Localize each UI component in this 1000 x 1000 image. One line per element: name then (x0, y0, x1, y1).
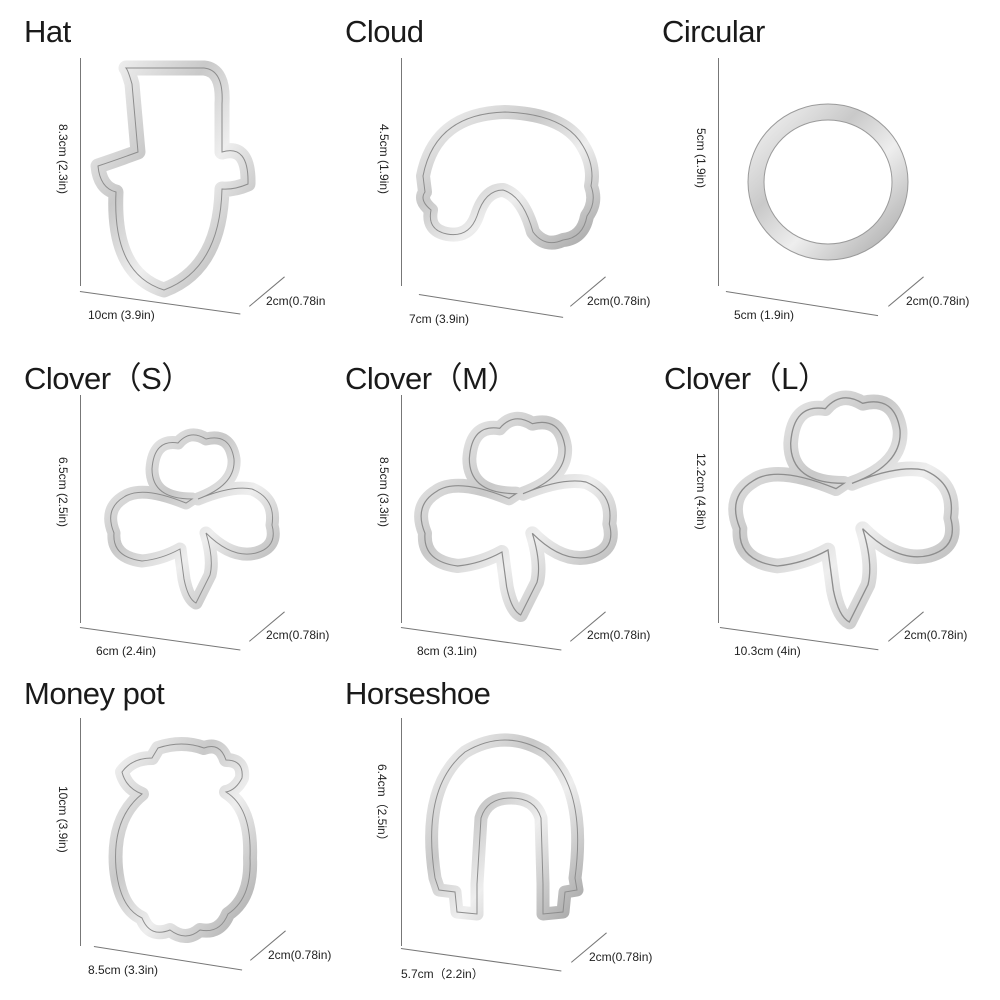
cutter-title: Clover（S） (24, 361, 192, 396)
width-label: 8.5cm (3.3in) (88, 963, 159, 977)
clover-medium-cutter-image (414, 411, 618, 622)
depth-label: 2cm(0.78in) (266, 628, 330, 642)
width-label: 6cm (2.4in) (96, 644, 157, 658)
hat-cutter-image (90, 60, 256, 298)
width-label: 10cm (3.9in) (88, 308, 155, 322)
cutter-title: Horseshoe (345, 676, 491, 711)
circle-cutter-image (747, 103, 909, 261)
depth-label: 2cm(0.78in) (589, 950, 653, 964)
cutter-title: Money pot (24, 676, 165, 711)
height-label: 8.3cm (2.3in) (56, 124, 70, 195)
depth-label: 2cm(0.78in) (904, 628, 968, 642)
cutter-clover-s: Clover（S） 6.5cm (2.5in) 6cm (2.4in) 2cm(… (24, 345, 344, 675)
height-dimension-line (718, 387, 719, 623)
width-label: 10.3cm (4in) (734, 644, 801, 658)
width-label: 7cm (3.9in) (409, 312, 470, 326)
height-label: 12.2cm (4.8in) (694, 453, 708, 530)
cutter-title: Cloud (345, 14, 424, 49)
height-label: 4.5cm (1.9in) (377, 124, 391, 195)
height-dimension-line (80, 718, 81, 946)
height-label: 6.5cm (2.5in) (56, 457, 70, 528)
height-dimension-line (718, 58, 719, 286)
height-dimension-line (80, 395, 81, 623)
cutter-horseshoe: Horseshoe 6.4cm（2.5in） 5.7cm（2.2in） 2cm(… (345, 668, 665, 998)
width-label: 8cm (3.1in) (417, 644, 478, 658)
height-label: 6.4cm（2.5in） (375, 764, 389, 847)
clover-small-cutter-image (104, 428, 280, 610)
depth-label: 2cm(0.78in) (906, 294, 970, 308)
cutter-hat: Hat 8.3cm (2.3in) 10cm (3.9in) 2cm(0.78i… (24, 6, 344, 336)
depth-label: 2cm(0.78in) (587, 628, 651, 642)
height-dimension-line (401, 395, 402, 623)
height-label: 10cm (3.9in) (56, 786, 70, 853)
cutter-circular: Circular 5cm (1.9in) 5cm (1.9in) 2cm(0.7… (662, 6, 982, 336)
height-dimension-line (401, 718, 402, 946)
depth-label: 2cm(0.78in) (587, 294, 651, 308)
depth-label: 2cm(0.78in (266, 294, 326, 308)
cutter-title: Clover（L） (664, 361, 829, 396)
cutter-title: Hat (24, 14, 71, 49)
clover-large-cutter-image (728, 390, 960, 630)
width-label: 5.7cm（2.2in） (401, 967, 484, 981)
horseshoe-cutter-image (425, 733, 585, 921)
height-dimension-line (401, 58, 402, 286)
depth-label: 2cm(0.78in) (268, 948, 332, 962)
cloud-cutter-image (416, 105, 601, 250)
cutter-title: Clover（M） (345, 361, 518, 396)
cutter-cloud: Cloud 4.5cm (1.9in) 7cm (3.9in) 2cm(0.78… (345, 6, 665, 336)
height-label: 5cm (1.9in) (694, 128, 708, 189)
height-label: 8.5cm (3.3in) (377, 457, 391, 528)
cutter-clover-l: Clover（L） 12.2cm (4.8in) 10.3cm (4in) 2c… (664, 345, 984, 675)
width-label: 5cm (1.9in) (734, 308, 795, 322)
cutter-money-pot: Money pot 10cm (3.9in) 8.5cm (3.3in) 2cm… (24, 668, 344, 998)
height-dimension-line (80, 58, 81, 286)
cutter-clover-m: Clover（M） 8.5cm (3.3in) 8cm (3.1in) 2cm(… (345, 345, 665, 675)
money-pot-cutter-image (108, 737, 258, 943)
cutter-title: Circular (662, 14, 765, 49)
